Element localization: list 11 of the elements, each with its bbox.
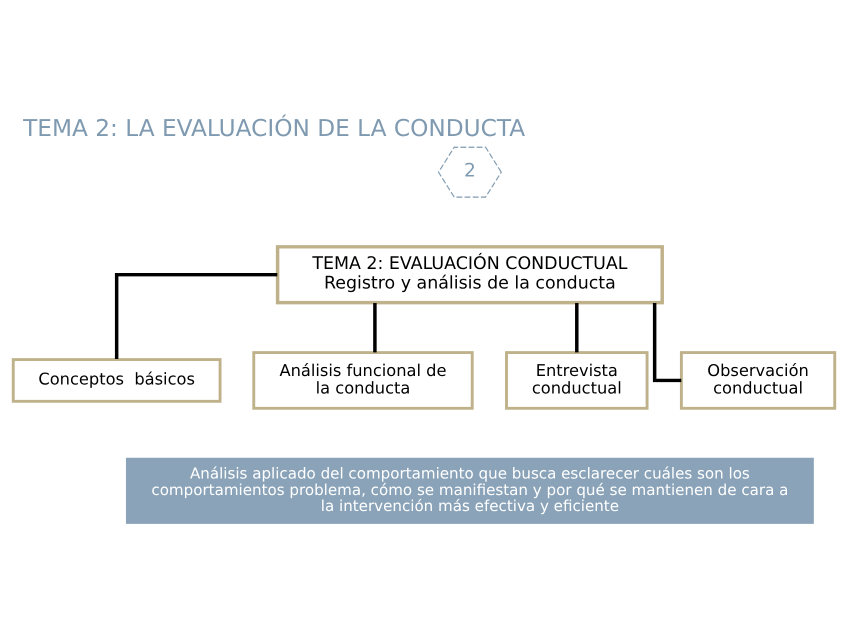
node-box: TEMA 2: EVALUACIÓN CONDUCTUAL Registro y análisis de la conducta [276, 245, 664, 304]
connector [575, 303, 579, 352]
node-box: Conceptos básicos [12, 358, 222, 403]
node-box: Análisis aplicado del comportamiento que busca esclarecer cuáles son los comportamientos problema, cómo se manifiestan y por qué se mantienen de cara a la intervención más efectiva y eficiente [126, 458, 814, 524]
connector [652, 303, 682, 382]
diagram-title: TEMA 2: LA EVALUACIÓN DE LA CONDUCTA [23, 114, 526, 142]
node-box: Análisis funcional de la conducta [252, 351, 474, 410]
connector [114, 272, 278, 360]
node-box: Observación conductual [680, 351, 836, 410]
connector [373, 303, 377, 352]
node-box: Entrevista conductual [505, 351, 649, 410]
